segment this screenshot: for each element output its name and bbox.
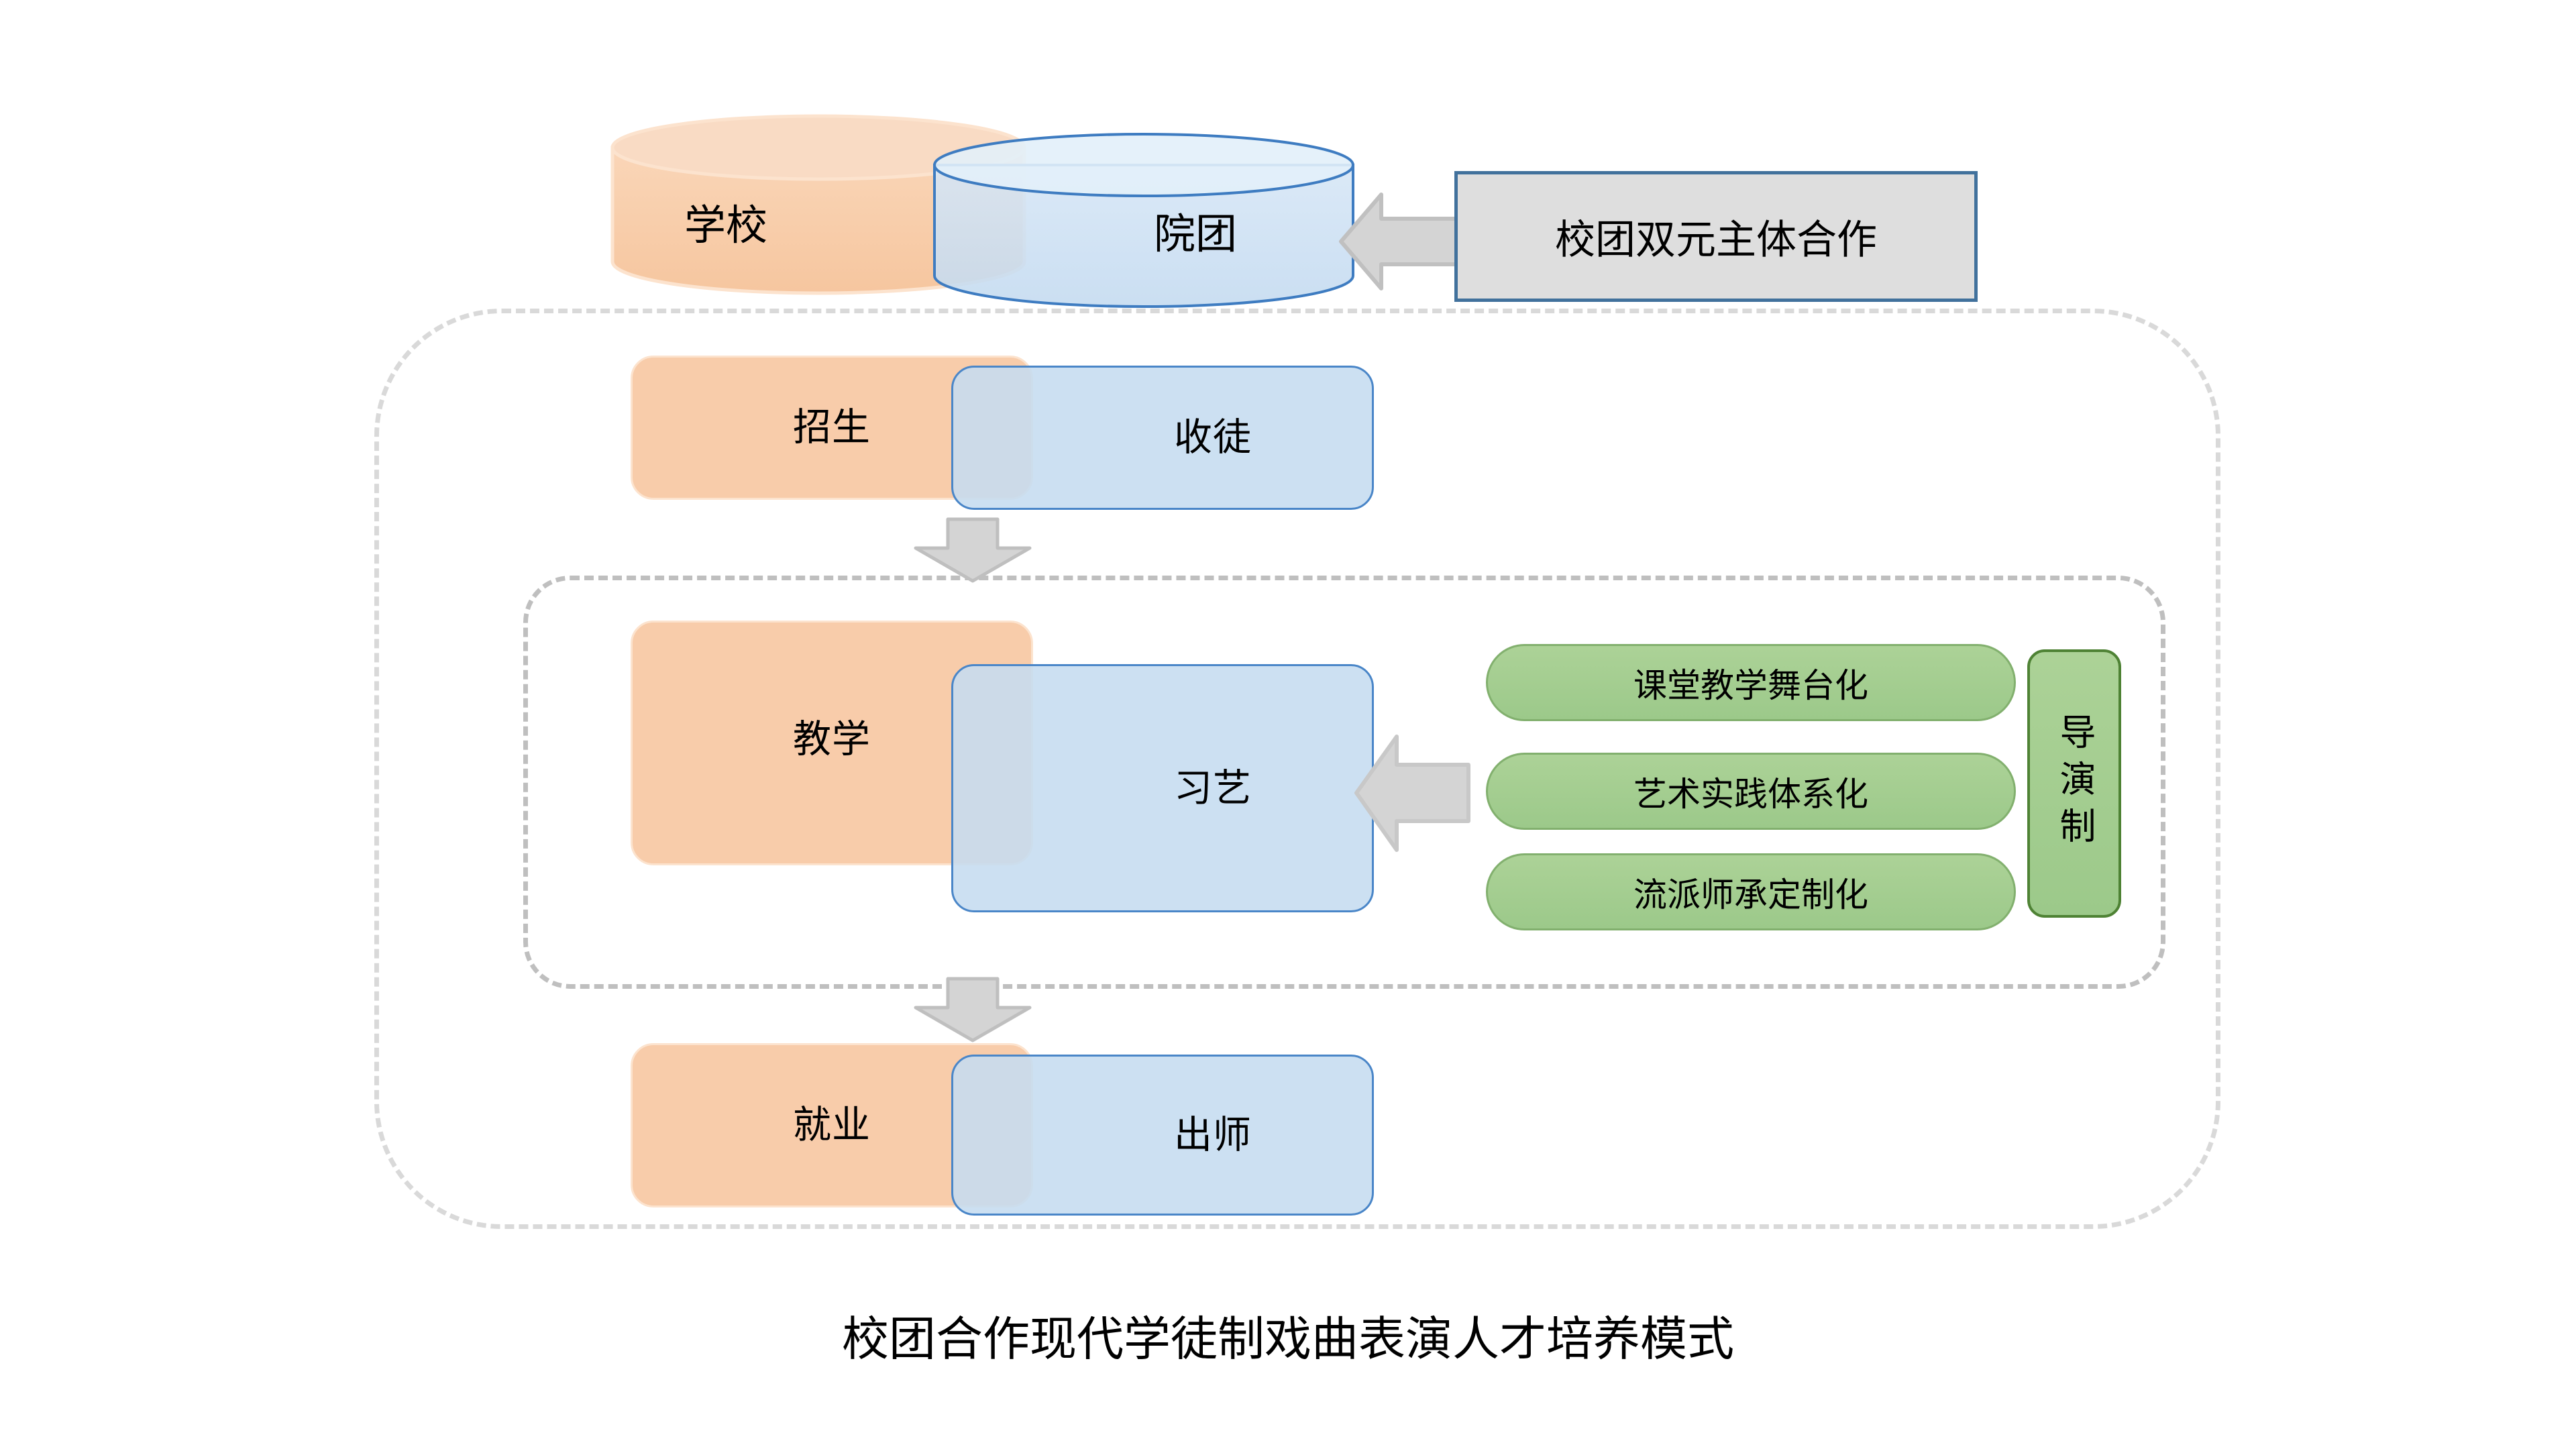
director-system-box[interactable]: 导演制: [2027, 649, 2121, 918]
arrow-left-icon-mid: [1354, 731, 1471, 855]
cylinder-troupe[interactable]: [932, 131, 1355, 313]
arrow-left-icon-top: [1338, 188, 1459, 295]
row-graduate-blue-label: 出师: [1174, 1113, 1252, 1157]
pill-classroom-stage[interactable]: 课堂教学舞台化: [1486, 644, 2016, 721]
row-recruit-orange-label: 招生: [793, 406, 871, 449]
pill-0-label: 课堂教学舞台化: [1633, 666, 1868, 704]
director-system-label: 导演制: [2054, 713, 2094, 854]
row-graduate-blue-box[interactable]: 出师: [951, 1055, 1374, 1216]
row-graduate-orange-label: 就业: [793, 1104, 871, 1146]
partner-label-box[interactable]: 校团双元主体合作: [1454, 171, 1978, 302]
partner-label-text: 校团双元主体合作: [1555, 217, 1877, 262]
inner-dashed-container: [523, 576, 2165, 989]
arrow-down-icon-2: [906, 976, 1040, 1043]
row-teach-blue-box[interactable]: 习艺: [951, 664, 1374, 912]
pill-2-label: 流派师承定制化: [1633, 875, 1868, 914]
outer-dashed-container: [374, 309, 2220, 1229]
cylinder-troupe-label: 院团: [1154, 211, 1238, 258]
row-teach-orange-label: 教学: [793, 718, 871, 761]
row-recruit-blue-box[interactable]: 收徒: [951, 366, 1374, 510]
cylinder-school-label: 学校: [684, 203, 768, 249]
pill-1-label: 艺术实践体系化: [1633, 775, 1868, 813]
pill-art-practice-system[interactable]: 艺术实践体系化: [1486, 753, 2016, 830]
row-recruit-blue-label: 收徒: [1174, 416, 1252, 459]
arrow-down-icon-1: [906, 517, 1040, 584]
pill-school-inheritance[interactable]: 流派师承定制化: [1486, 853, 2016, 930]
diagram-caption: 校团合作现代学徒制戏曲表演人才培养模式: [842, 1313, 1734, 1365]
row-teach-blue-label: 习艺: [1174, 766, 1252, 810]
